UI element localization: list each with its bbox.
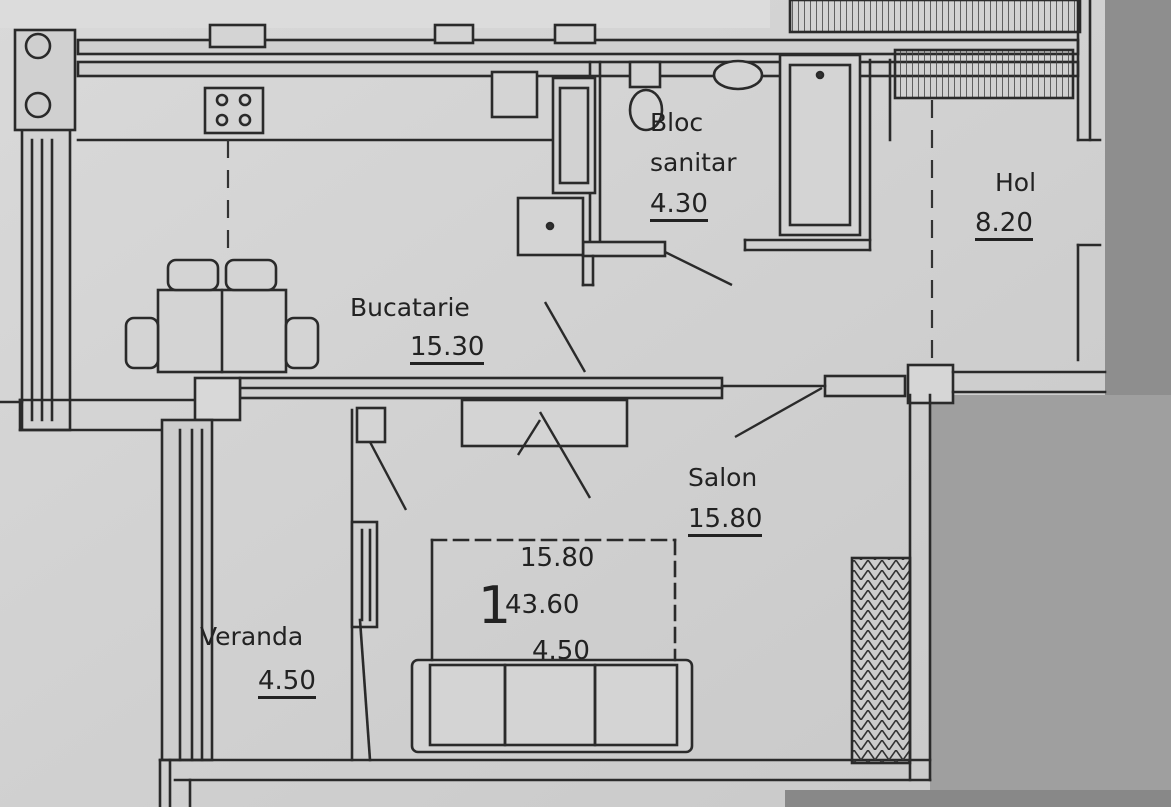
bath-wall-bottom — [581, 240, 667, 258]
top-left-strip — [0, 0, 770, 28]
radiator-salon — [850, 556, 912, 765]
door-salon-1 — [538, 411, 592, 499]
door-salon-2 — [516, 419, 542, 456]
room-label-veranda: Veranda — [200, 622, 304, 651]
sofa — [410, 658, 694, 754]
bottom-right-shadow — [785, 790, 1171, 807]
tv-stand — [460, 398, 629, 448]
room-label-salon: Salon — [688, 463, 758, 492]
room-area-hol: 8.20 — [975, 209, 1033, 242]
veranda-window — [160, 418, 214, 762]
room-label-hol: Hol — [995, 168, 1037, 197]
apartment-number: 1 — [478, 576, 512, 636]
wall-left-window — [20, 98, 72, 432]
sink — [712, 59, 764, 91]
room-area-bloc-sanitar: 4.30 — [650, 190, 708, 223]
room-area-salon: 15.80 — [688, 505, 763, 538]
room-label-bloc-sanitar-1: Bloc — [650, 108, 704, 137]
column — [193, 376, 242, 422]
bathtub — [778, 53, 862, 237]
stove-top — [203, 86, 265, 135]
wall-salon-hol — [823, 374, 907, 398]
room-label-bloc-sanitar-2: sanitar — [650, 148, 737, 177]
door-veranda — [368, 441, 408, 511]
room-area-bucatarie: 15.30 — [410, 333, 485, 366]
room-area-veranda: 4.50 — [258, 667, 316, 700]
door-hol — [734, 386, 823, 439]
summary-line-3: 4.50 — [532, 636, 590, 666]
fridge — [490, 70, 539, 119]
lower-right-shadow — [930, 395, 1171, 807]
summary-line-2: 43.60 — [505, 590, 580, 620]
radiator-top — [893, 48, 1075, 100]
door-kitchen — [543, 301, 587, 373]
door-bath — [664, 250, 733, 287]
room-label-bucatarie: Bucatarie — [350, 293, 470, 322]
summary-line-1: 15.80 — [520, 543, 595, 573]
toilet — [628, 60, 662, 89]
